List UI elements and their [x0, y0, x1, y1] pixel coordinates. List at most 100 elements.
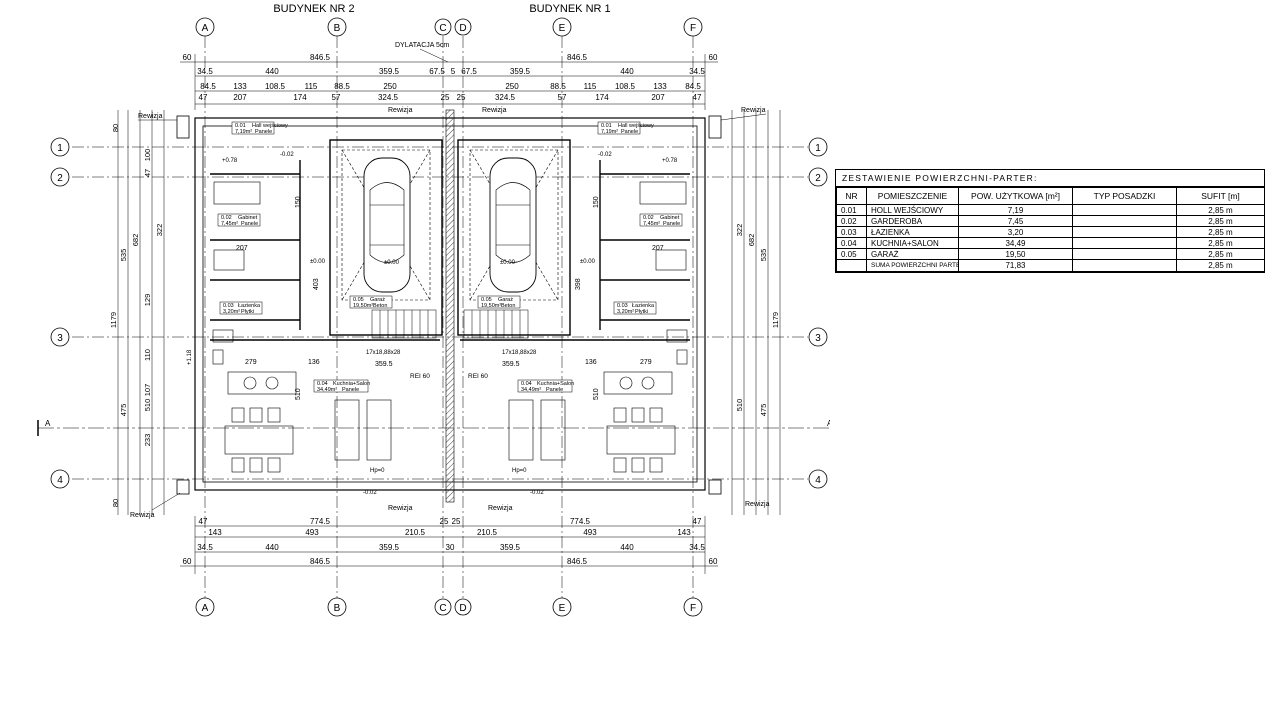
axis-label-b-top: B [334, 23, 341, 34]
svg-text:0.04: 0.04 [317, 381, 328, 387]
svg-text:174: 174 [293, 93, 307, 102]
dimension-lines-bottom [180, 516, 718, 574]
svg-text:25: 25 [441, 93, 450, 102]
exterior-walls [176, 109, 722, 503]
svg-text:7,45m²: 7,45m² [643, 221, 660, 227]
svg-text:143: 143 [677, 528, 691, 537]
svg-text:0.02: 0.02 [221, 215, 232, 221]
stairs-label-right: 17x18,88x28 [502, 350, 537, 356]
axis-label-f-top: F [690, 23, 696, 34]
rewizja-callouts: Rewizja Rewizja Rewizja Rewizja Rewizja … [130, 107, 770, 519]
table-title: ZESTAWIENIE POWIERZCHNI-PARTER: [836, 170, 1264, 187]
header-room: POMIESZCZENIE [866, 187, 959, 205]
vertical-axis-lines [204, 36, 694, 598]
svg-text:Gabinet: Gabinet [660, 215, 680, 221]
svg-text:682: 682 [131, 234, 140, 247]
svg-text:Rewizja: Rewizja [388, 107, 413, 114]
svg-text:47: 47 [143, 169, 152, 177]
horizontal-axis-lines [72, 146, 808, 480]
svg-text:136: 136 [308, 359, 320, 366]
svg-text:34,49m²: 34,49m² [317, 387, 337, 393]
svg-text:Łazienka: Łazienka [238, 303, 261, 309]
axis-label-b-bottom: B [334, 603, 341, 614]
svg-text:Łazienka: Łazienka [632, 303, 655, 309]
row-label-4-left: 4 [57, 475, 63, 486]
row-label-2-left: 2 [57, 173, 63, 184]
svg-text:440: 440 [620, 543, 634, 552]
svg-text:3,20m²: 3,20m² [223, 309, 240, 315]
row-label-4-right: 4 [815, 475, 821, 486]
header-floor-type: TYP POSADZKI [1072, 187, 1177, 205]
svg-text:Panele: Panele [255, 129, 272, 135]
svg-text:682: 682 [747, 234, 756, 247]
svg-text:150: 150 [295, 196, 302, 208]
svg-text:67.5: 67.5 [429, 67, 445, 76]
svg-text:440: 440 [620, 67, 634, 76]
row-label-3-left: 3 [57, 333, 63, 344]
svg-text:±0.00: ±0.00 [310, 259, 326, 265]
svg-text:57: 57 [332, 93, 341, 102]
svg-text:±0.00: ±0.00 [580, 259, 596, 265]
section-label-right: A [827, 419, 830, 428]
svg-text:207: 207 [236, 245, 248, 252]
svg-text:84.5: 84.5 [200, 82, 216, 91]
svg-text:30: 30 [446, 543, 455, 552]
svg-text:Hall wejściowy: Hall wejściowy [252, 123, 288, 129]
svg-text:47: 47 [693, 517, 702, 526]
floor-plan-drawing: BUDYNEK NR 2 BUDYNEK NR 1 A A A B C D E … [37, 3, 830, 617]
svg-text:233: 233 [143, 434, 152, 447]
svg-text:88.5: 88.5 [334, 82, 350, 91]
svg-text:1179: 1179 [109, 312, 118, 328]
svg-text:440: 440 [265, 543, 279, 552]
svg-text:510: 510 [593, 388, 600, 400]
svg-text:100: 100 [143, 149, 152, 162]
row-label-1-right: 1 [815, 143, 821, 154]
svg-text:207: 207 [651, 93, 665, 102]
svg-text:Rewizja: Rewizja [388, 505, 413, 512]
svg-text:210.5: 210.5 [405, 528, 426, 537]
svg-text:+1.18: +1.18 [187, 349, 193, 365]
svg-text:Beton: Beton [501, 303, 515, 309]
svg-text:5: 5 [451, 67, 456, 76]
svg-text:846.5: 846.5 [310, 53, 331, 62]
svg-text:493: 493 [583, 528, 597, 537]
svg-text:279: 279 [640, 359, 652, 366]
svg-text:0.03: 0.03 [223, 303, 234, 309]
section-label-left: A [45, 419, 51, 428]
svg-text:Płytki: Płytki [635, 309, 648, 315]
svg-text:359.5: 359.5 [379, 543, 400, 552]
rei-label-right: REI 60 [468, 373, 488, 380]
svg-text:136: 136 [585, 359, 597, 366]
svg-text:34.5: 34.5 [197, 67, 213, 76]
axis-bubbles-top [195, 17, 703, 37]
svg-text:359.5: 359.5 [379, 67, 400, 76]
axis-label-a-bottom: A [202, 603, 209, 614]
svg-text:60: 60 [709, 557, 718, 566]
svg-text:475: 475 [759, 404, 768, 417]
svg-text:Garaż: Garaż [498, 297, 513, 303]
svg-text:Rewizja: Rewizja [488, 505, 513, 512]
svg-text:1179: 1179 [771, 312, 780, 328]
axis-bubbles-rows [50, 137, 828, 489]
furniture-left [212, 181, 392, 473]
svg-text:133: 133 [653, 82, 667, 91]
interior-walls-right [457, 139, 690, 341]
table-header-row: NR POMIESZCZENIE POW. UŻYTKOWA [m²] TYP … [836, 187, 1265, 205]
svg-text:324.5: 324.5 [378, 93, 399, 102]
svg-text:493: 493 [305, 528, 319, 537]
svg-text:133: 133 [233, 82, 247, 91]
svg-text:3,20m²: 3,20m² [617, 309, 634, 315]
svg-text:510: 510 [735, 399, 744, 412]
svg-text:510: 510 [295, 388, 302, 400]
svg-text:Gabinet: Gabinet [238, 215, 258, 221]
interior-walls-left [210, 139, 443, 341]
svg-text:Rewizja: Rewizja [482, 107, 507, 114]
axis-label-e-top: E [559, 23, 566, 34]
svg-text:19,50m²: 19,50m² [481, 303, 501, 309]
svg-text:0.03: 0.03 [617, 303, 628, 309]
svg-text:774.5: 774.5 [310, 517, 331, 526]
